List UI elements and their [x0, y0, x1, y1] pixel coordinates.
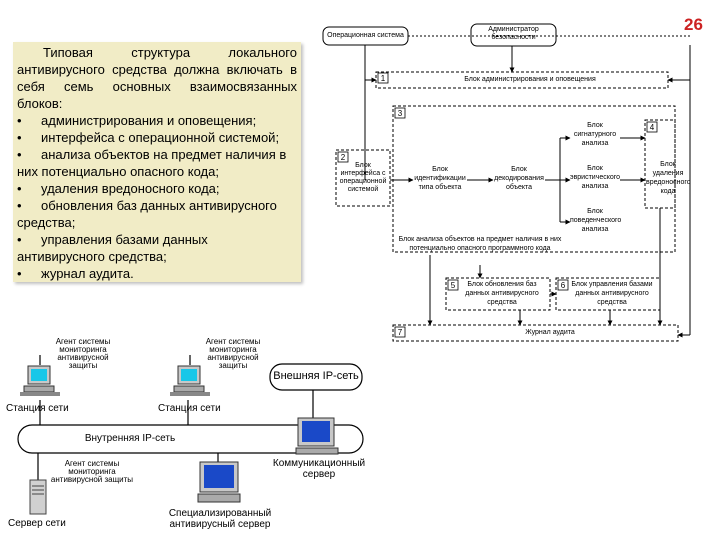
bullet-text: журнал аудита. [41, 266, 134, 281]
number-box-3 [394, 107, 406, 119]
bullet-icon: • [17, 198, 22, 213]
number-box-2 [337, 151, 349, 163]
block-db-update-label: Блок обновления баз данных антивирусного… [465, 281, 539, 306]
number-box-1 [377, 72, 389, 84]
number-box-6 [557, 279, 569, 291]
comm-server-label: Коммуникационный сервер [272, 458, 366, 480]
station-label-1: Станция сети [6, 403, 69, 414]
number-box-4 [646, 121, 658, 133]
bullet-text: анализа объектов на предмет наличия в ни… [17, 147, 287, 179]
block-identification-label: Блок идентификации типа объекта [414, 166, 466, 191]
bullet-text: удаления вредоносного кода; [41, 181, 220, 196]
agent-label-2: Агент системы мониторинга антивирусной з… [205, 337, 261, 370]
group-3-frame [392, 105, 676, 253]
bullet-text: администрирования и оповещения; [41, 113, 257, 128]
block-removal-label: Блок удаления вредоносного кода [646, 161, 691, 195]
block-analysis-label: Блок анализа объектов на предмет наличия… [398, 236, 562, 252]
number-box-5 [447, 279, 459, 291]
bullet-item: •управления базами данных антивирусного … [17, 231, 297, 265]
block-db-manage-label: Блок управления базами данных антивирусн… [571, 281, 653, 306]
slide-number: 26 [684, 15, 703, 34]
bullet-icon: • [17, 130, 22, 145]
bullet-item: • интерфейса с операционной системой; [17, 129, 297, 146]
block-admin-label: Блок администрирования и оповещения [464, 76, 596, 83]
number-2: 2 [341, 153, 346, 162]
text-panel: Типовая структура локального антивирусно… [13, 42, 301, 282]
block-heuristic-label: Блок эвристического анализа [570, 165, 621, 190]
bullet-item: • удаления вредоносного кода; [17, 180, 297, 197]
bullet-text: управления базами данных антивирусного с… [17, 232, 208, 264]
block-os-interface-label: Блок интерфейса с операционной системой [339, 162, 387, 193]
bullet-icon: • [17, 181, 22, 196]
number-5: 5 [451, 281, 456, 290]
agent-label-1: Агент системы мониторинга антивирусной з… [55, 337, 111, 370]
bullet-text: интерфейса с операционной системой; [41, 130, 280, 145]
agent-label-3: Агент системы мониторинга антивирусной з… [50, 459, 134, 484]
bullet-item: •обновления баз данных антивирусного сре… [17, 197, 297, 231]
bullet-text: обновления баз данных антивирусного сред… [17, 198, 277, 230]
bullet-icon: • [17, 266, 22, 281]
network-server-label: Сервер сети [8, 518, 66, 529]
admin-label: Администратор безопасности [488, 26, 539, 41]
bullet-item: • администрирования и оповещения; [17, 112, 297, 129]
bullet-item: • журнал аудита. [17, 265, 297, 282]
number-3: 3 [398, 109, 403, 118]
number-1: 1 [381, 74, 386, 83]
number-4: 4 [650, 123, 655, 132]
block-behavior-label: Блок поведенческого анализа [570, 208, 622, 233]
number-7: 7 [398, 328, 403, 337]
station-label-2: Станция сети [158, 403, 221, 414]
block-signature-label: Блок сигнатурного анализа [573, 122, 617, 147]
external-network-label: Внешняя IP-сеть [273, 370, 359, 382]
bullet-item: •анализа объектов на предмет наличия в н… [17, 146, 297, 180]
block-audit-label: Журнал аудита [525, 329, 575, 336]
number-box-7 [394, 326, 406, 338]
os-label: Операционная система [327, 32, 404, 39]
intro-text: Типовая структура локального антивирусно… [17, 45, 297, 111]
av-server-label: Специализированный антивирусный сервер [168, 508, 272, 530]
bullet-icon: • [17, 232, 22, 247]
bullet-icon: • [17, 113, 22, 128]
internal-network-label: Внутренняя IP-сеть [84, 433, 176, 444]
number-6: 6 [561, 281, 566, 290]
group-2-frame [335, 149, 391, 207]
admin-box [470, 23, 557, 47]
bullet-icon: • [17, 147, 22, 162]
block-decoding-label: Блок декодирования объекта [494, 166, 544, 191]
